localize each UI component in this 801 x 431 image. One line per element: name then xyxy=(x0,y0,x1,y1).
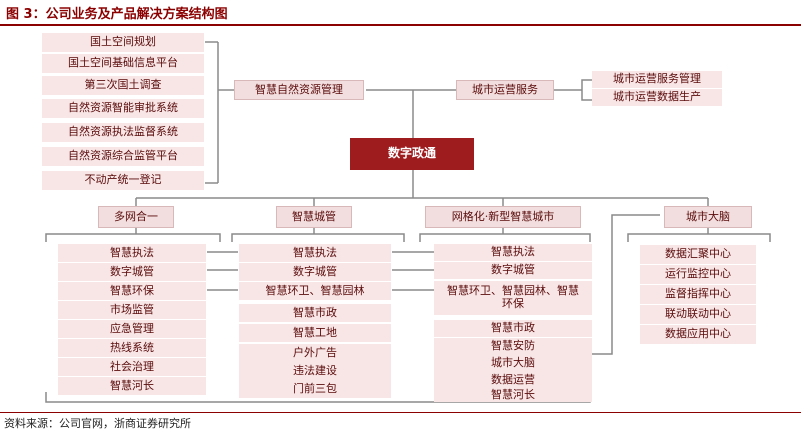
g3-item-3: 联动联动中心 xyxy=(640,305,756,324)
g0-item-5: 热线系统 xyxy=(58,339,206,357)
source-note: 资料来源：公司官网，浙商证券研究所 xyxy=(4,417,191,430)
tl-item-1: 国土空间基础信息平台 xyxy=(42,54,204,73)
g1-item-3: 智慧市政 xyxy=(239,304,391,322)
city-ops-item-0: 城市运营服务管理 xyxy=(592,71,722,88)
g0-item-0: 智慧执法 xyxy=(58,244,206,262)
g2-item-2: 智慧环卫、智慧园林、智慧环保 xyxy=(434,281,592,315)
g2-item-6: 数据运营 xyxy=(434,372,592,389)
g0-item-1: 数字城管 xyxy=(58,263,206,281)
bottom-rule xyxy=(0,412,801,413)
core-node: 数字政通 xyxy=(350,138,474,170)
g2-item-0: 智慧执法 xyxy=(434,244,592,261)
city-ops-item-1: 城市运营数据生产 xyxy=(592,89,722,106)
g0-item-7: 智慧河长 xyxy=(58,377,206,395)
g0-item-4: 应急管理 xyxy=(58,320,206,338)
city-ops-header: 城市运营服务 xyxy=(456,80,554,100)
g2-item-3: 智慧市政 xyxy=(434,320,592,337)
natural-resources-header: 智慧自然资源管理 xyxy=(234,80,364,100)
g1-item-4: 智慧工地 xyxy=(239,324,391,342)
g1-item-7: 门前三包 xyxy=(239,380,391,398)
figure-title: 图 3：公司业务及产品解决方案结构图 xyxy=(6,7,228,22)
g0-item-2: 智慧环保 xyxy=(58,282,206,300)
tl-item-6: 不动产统一登记 xyxy=(42,171,204,190)
g2-item-5: 城市大脑 xyxy=(434,355,592,372)
tl-item-5: 自然资源综合监管平台 xyxy=(42,147,204,166)
g0-item-6: 社会治理 xyxy=(58,358,206,376)
g3-item-0: 数据汇聚中心 xyxy=(640,245,756,264)
g2-item-4: 智慧安防 xyxy=(434,338,592,355)
tl-item-0: 国土空间规划 xyxy=(42,33,204,52)
tl-item-4: 自然资源执法监督系统 xyxy=(42,123,204,142)
g1-item-1: 数字城管 xyxy=(239,263,391,281)
group-header-3: 城市大脑 xyxy=(664,206,752,228)
g3-item-4: 数据应用中心 xyxy=(640,325,756,344)
tl-item-3: 自然资源智能审批系统 xyxy=(42,99,204,118)
tl-item-2: 第三次国土调查 xyxy=(42,76,204,95)
g0-item-3: 市场监管 xyxy=(58,301,206,319)
g3-item-2: 监督指挥中心 xyxy=(640,285,756,304)
g2-item-7: 智慧河长 xyxy=(434,388,592,402)
g1-item-6: 违法建设 xyxy=(239,362,391,380)
group-header-1: 智慧城管 xyxy=(276,206,352,228)
g3-item-1: 运行监控中心 xyxy=(640,265,756,284)
g1-item-0: 智慧执法 xyxy=(239,244,391,262)
group-header-2: 网格化·新型智慧城市 xyxy=(425,206,581,228)
top-rule xyxy=(0,24,801,26)
g2-item-1: 数字城管 xyxy=(434,262,592,279)
group-header-0: 多网合一 xyxy=(98,206,174,228)
g1-item-5: 户外广告 xyxy=(239,344,391,362)
g1-item-2: 智慧环卫、智慧园林 xyxy=(239,282,391,300)
